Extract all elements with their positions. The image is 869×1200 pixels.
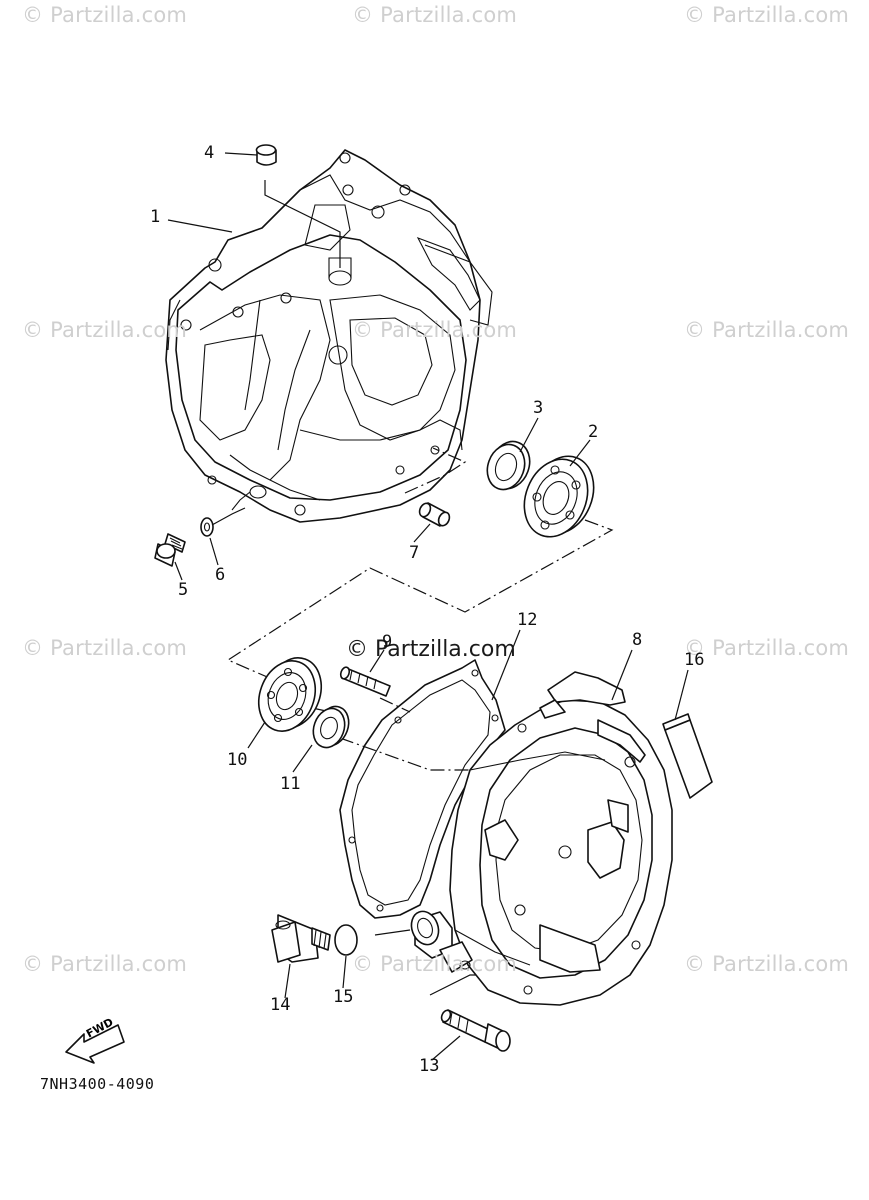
callout-16: 16 (684, 650, 705, 670)
part-7-dowel-pin (418, 502, 451, 527)
watermark: © Partzilla.com (22, 3, 188, 27)
part-4-cap (255, 144, 277, 166)
part-10-bearing (257, 657, 323, 732)
watermark: © Partzilla.com (352, 3, 518, 27)
watermark: © Partzilla.com (352, 952, 518, 976)
fwd-arrow-icon (65, 1024, 125, 1064)
part-2-bearing (523, 455, 595, 538)
part-12-gasket (339, 659, 506, 919)
callout-5: 5 (178, 580, 189, 600)
callout-1: 1 (150, 207, 161, 227)
watermark: © Partzilla.com (684, 318, 850, 342)
callout-8: 8 (632, 630, 643, 650)
watermark: © Partzilla.com (22, 952, 188, 976)
part-3-oil-seal (486, 440, 531, 491)
part-6-washer (200, 507, 246, 537)
callout-15: 15 (333, 987, 354, 1007)
watermark: © Partzilla.com (22, 636, 188, 660)
callout-3: 3 (533, 398, 544, 418)
part-5-drain-bolt (154, 533, 186, 567)
part-15-o-ring (334, 924, 358, 956)
watermark: © Partzilla.com (684, 3, 850, 27)
diagram-code: 7NH3400-4090 (40, 1075, 155, 1093)
watermark: © Partzilla.com (22, 318, 188, 342)
callout-10: 10 (227, 750, 248, 770)
callout-leaders (167, 152, 633, 1061)
watermark: © Partzilla.com (684, 636, 850, 660)
part-11-oil-seal (312, 705, 350, 749)
watermark-center: © Partzilla.com (346, 637, 516, 662)
callout-12: 12 (517, 610, 538, 630)
callout-6: 6 (215, 565, 226, 585)
crankcase-upper (165, 149, 493, 523)
callout-2: 2 (588, 422, 599, 442)
part-8-crankcase-cover (410, 671, 673, 1006)
callout-9: 9 (382, 632, 393, 652)
part-16-pad (662, 669, 713, 799)
part-14-plug (271, 914, 331, 963)
watermark: © Partzilla.com (684, 952, 850, 976)
watermark: © Partzilla.com (352, 318, 518, 342)
part-13-bolt (440, 1009, 511, 1052)
callout-14: 14 (270, 995, 291, 1015)
callout-13: 13 (419, 1056, 440, 1076)
callout-11: 11 (280, 774, 301, 794)
callout-4: 4 (204, 143, 215, 163)
part-9-pin (339, 666, 391, 697)
callout-7: 7 (409, 543, 420, 563)
